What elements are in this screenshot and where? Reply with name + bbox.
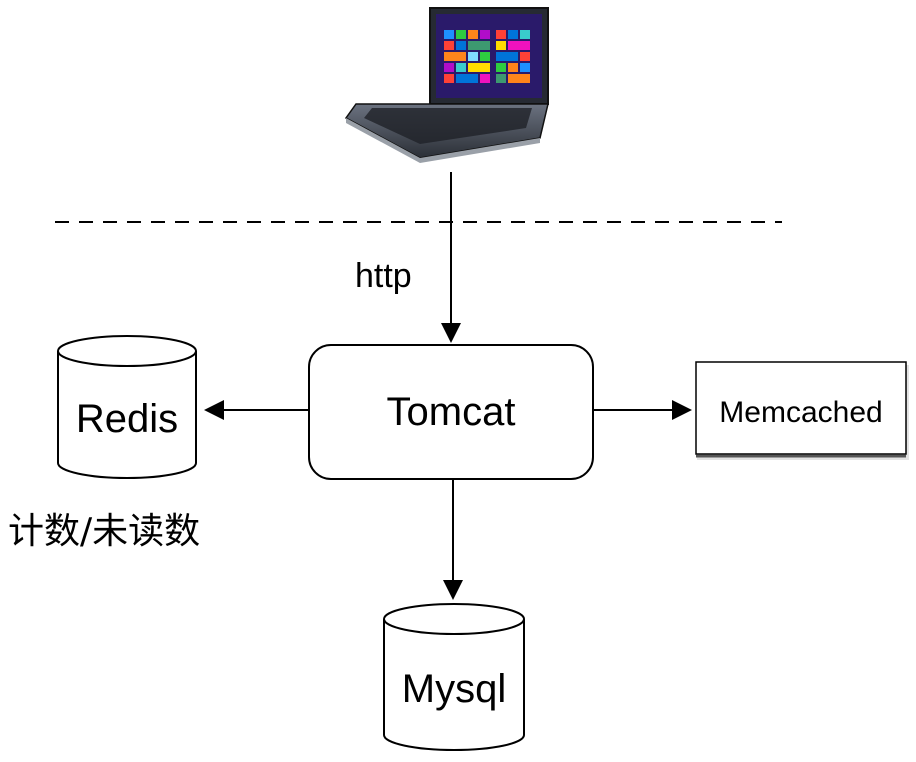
redis-note: 计数/未读数 [8, 511, 200, 552]
mysql-database-icon: Mysql [383, 603, 525, 751]
edge-label-http: http [355, 257, 412, 295]
memcached-node: Memcached [695, 361, 909, 460]
mysql-label: Mysql [402, 667, 506, 711]
redis-database-icon: Redis [57, 335, 197, 479]
laptop-icon [344, 7, 549, 163]
redis-label: Redis [76, 397, 178, 441]
tomcat-label: Tomcat [387, 390, 516, 434]
laptop-start-tiles [444, 30, 530, 83]
tomcat-node: Tomcat [308, 344, 594, 480]
memcached-label: Memcached [719, 396, 882, 429]
